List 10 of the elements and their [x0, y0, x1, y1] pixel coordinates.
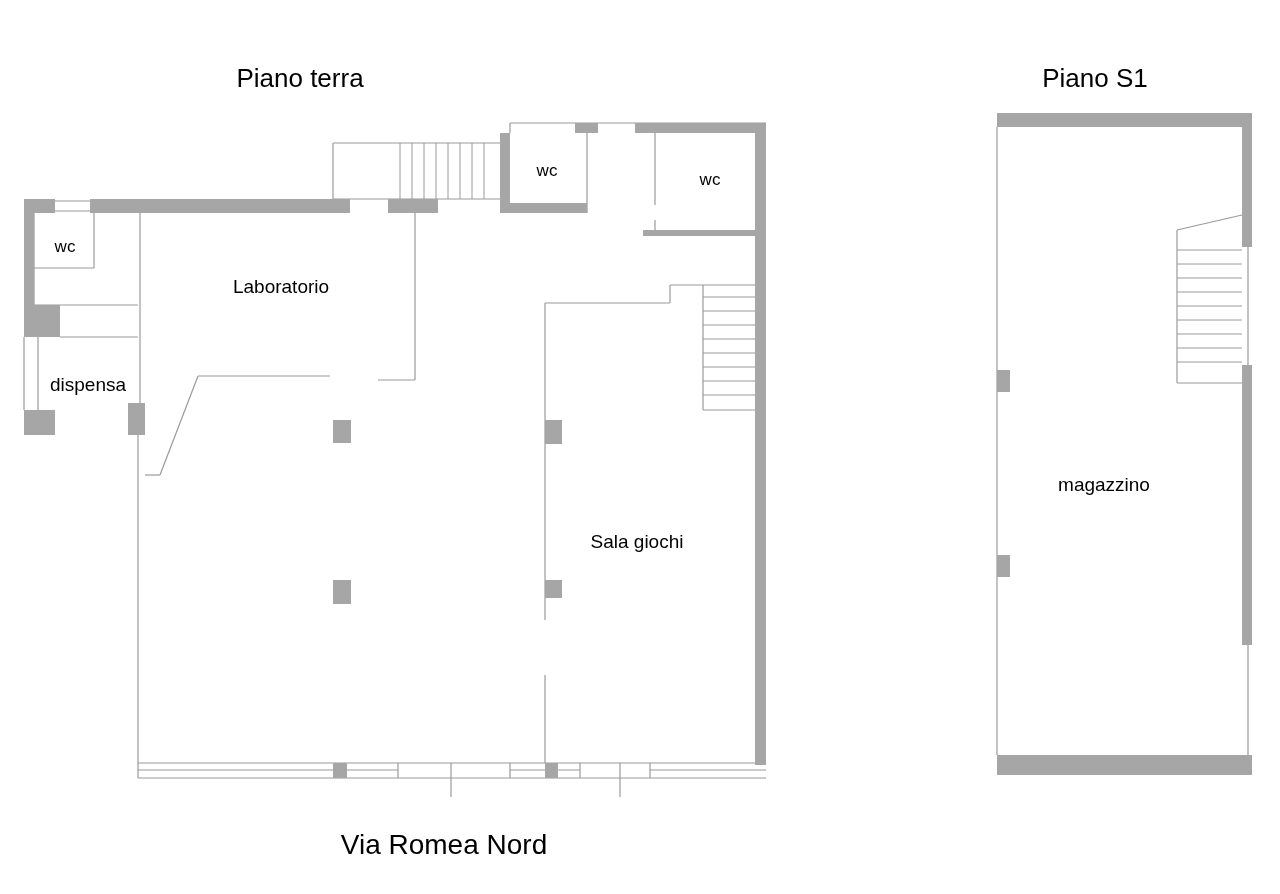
room-label: wc — [699, 170, 721, 188]
room-label: Via Romea Nord — [340, 831, 548, 859]
room-label: magazzino — [1058, 474, 1150, 494]
room-label: wc — [536, 161, 558, 179]
room-label: dispensa — [49, 374, 127, 394]
room-label: wc — [54, 237, 76, 255]
room-label: Piano S1 — [1042, 65, 1148, 91]
room-label: Laboratorio — [232, 276, 330, 296]
room-label: Piano terra — [236, 65, 364, 91]
room-label: Sala giochi — [590, 531, 684, 551]
